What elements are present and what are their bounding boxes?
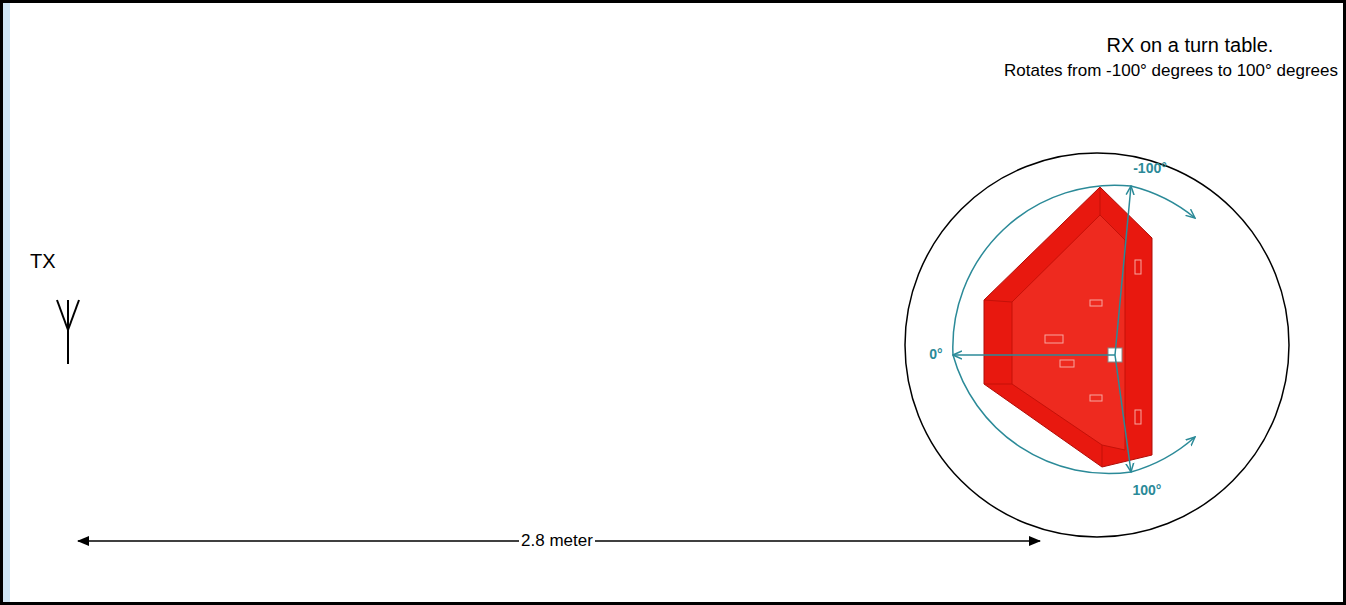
setup-note: Rotates from -100° degrees to 100° degre… — [1004, 61, 1338, 81]
antenna-symbol — [57, 300, 79, 364]
rotation-markings — [953, 185, 1195, 473]
setup-title: RX on a turn table. — [1107, 34, 1274, 57]
turntable — [905, 153, 1289, 537]
dimension-label: 2.8 meter — [519, 531, 595, 551]
rx-board — [984, 187, 1152, 467]
angle-label: 100° — [1133, 482, 1162, 498]
angle-label: -100° — [1133, 160, 1167, 176]
device-name: TX — [30, 250, 56, 273]
angle-label: 0° — [929, 346, 942, 362]
